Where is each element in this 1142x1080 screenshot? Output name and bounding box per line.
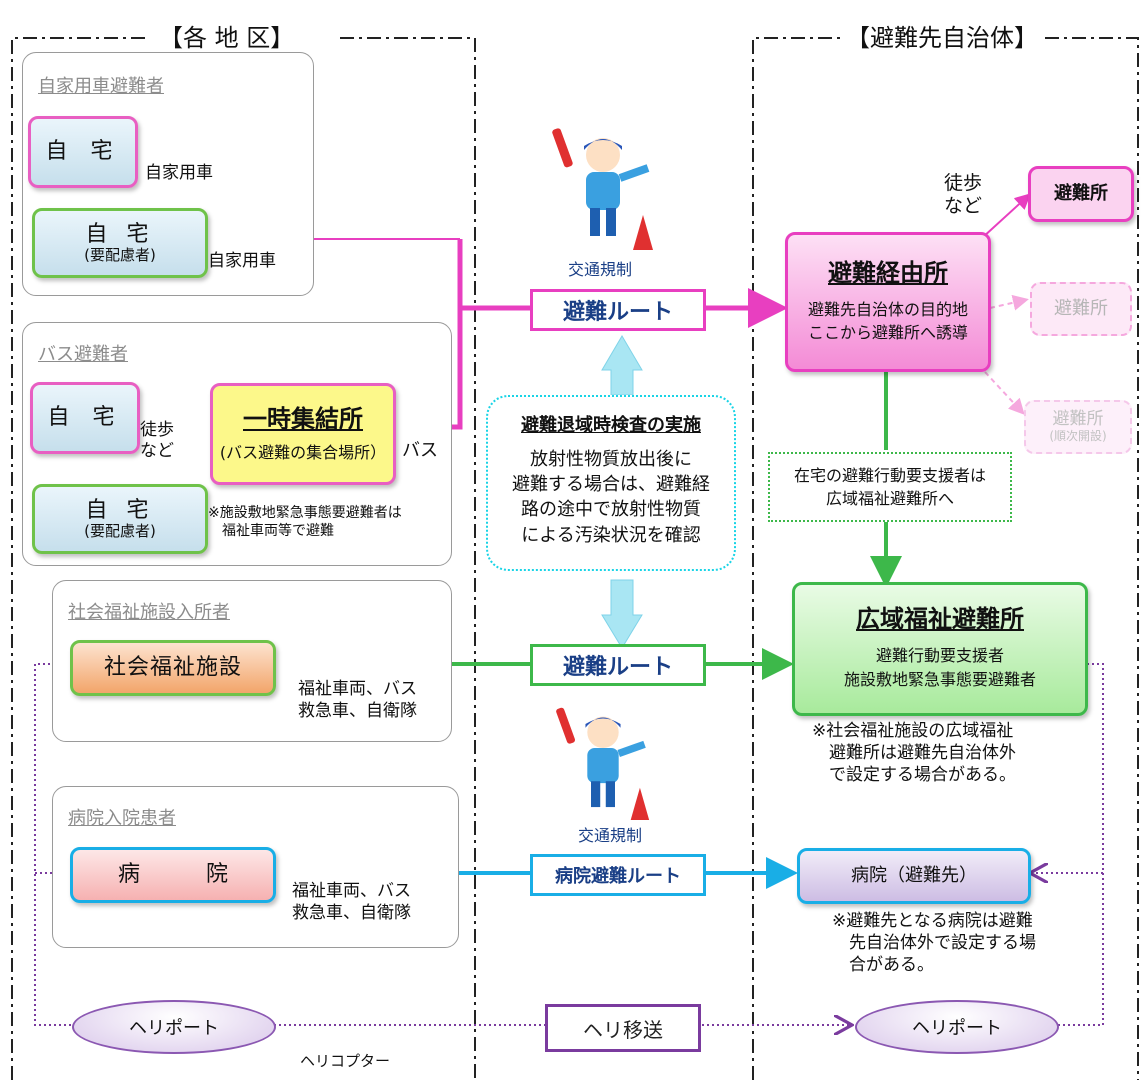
traffic-control-label-2: 交通規制	[578, 826, 643, 845]
label-walk-right: 徒歩 など	[944, 172, 983, 217]
assembly-point-box: 一時集結所 (バス避難の集合場所）	[210, 383, 396, 485]
hospital-box: 病 院	[70, 847, 276, 903]
header-destination: 【避難先自治体】	[842, 18, 1042, 53]
shelter-box-2: 避難所	[1030, 282, 1132, 336]
heliport-right: ヘリポート	[855, 1000, 1059, 1054]
wide-welfare-note: ※社会福祉施設の広域福祉 避難所は避難先自治体外 で設定する場合がある。	[812, 721, 1016, 786]
group-title-car: 自家用車避難者	[38, 76, 164, 97]
welfare-facility-box: 社会福祉施設	[70, 640, 276, 696]
label-walk-bus: 徒歩 など	[140, 420, 174, 462]
home-box-bus-care: 自 宅(要配慮者)	[32, 484, 208, 554]
group-title-welfare: 社会福祉施設入所者	[68, 602, 230, 623]
inspection-text: 放射性物質放出後に 避難する場合は、避難経 路の途中で放射性物質 による汚染状況…	[512, 449, 710, 546]
evacuation-route-2: 避難ルート	[530, 644, 706, 686]
traffic-control-label-1: 交通規制	[568, 260, 633, 279]
label-helicopter: ヘリコプター	[300, 1052, 391, 1070]
group-title-bus: バス避難者	[38, 344, 128, 365]
home-box-car: 自 宅	[28, 116, 138, 188]
traffic-officer-image-2	[548, 700, 658, 820]
via-point-box: 避難経由所 避難先自治体の目的地 ここから避難所へ誘導	[785, 232, 991, 372]
label-private-car-2: 自家用車	[208, 251, 276, 271]
label-welfare-vehicles: 福祉車両、バス 救急車、自衛隊	[298, 679, 417, 722]
heli-transfer-box: ヘリ移送	[545, 1004, 701, 1052]
label-hospital-vehicles: 福祉車両、バス 救急車、自衛隊	[292, 881, 411, 924]
evacuation-route-1: 避難ルート	[530, 289, 706, 331]
home-support-note-box: 在宅の避難行動要支援者は 広域福祉避難所へ	[768, 452, 1012, 522]
heliport-left: ヘリポート	[72, 1000, 276, 1054]
hospital-destination-box: 病院（避難先）	[797, 848, 1031, 904]
group-title-hospital: 病院入院患者	[68, 808, 176, 829]
header-regions: 【各 地 区】	[155, 18, 299, 53]
home-box-car-care: 自 宅(要配慮者)	[32, 208, 208, 278]
section-borders	[11, 37, 1139, 1080]
inspection-title: 避難退域時検査の実施	[521, 415, 701, 436]
home-box-bus: 自 宅	[30, 382, 140, 454]
traffic-officer-image-1	[548, 120, 658, 250]
shelter-box-1: 避難所	[1028, 166, 1134, 222]
label-private-car-1: 自家用車	[145, 163, 213, 183]
wide-welfare-shelter-box: 広域福祉避難所 避難行動要支援者 施設敷地緊急事態要避難者	[792, 582, 1088, 716]
shelter-box-3: 避難所(順次開設)	[1024, 400, 1132, 454]
hospital-destination-note: ※避難先となる病院は避難 先自治体外で設定する場 合がある。	[832, 911, 1036, 976]
note-bus-facility: ※施設敷地緊急事態要避難者は 福祉車両等で避難	[208, 505, 402, 540]
label-bus: バス	[402, 440, 438, 461]
hospital-evacuation-route: 病院避難ルート	[530, 854, 706, 896]
inspection-box: 避難退域時検査の実施 放射性物質放出後に 避難する場合は、避難経 路の途中で放射…	[486, 395, 736, 571]
